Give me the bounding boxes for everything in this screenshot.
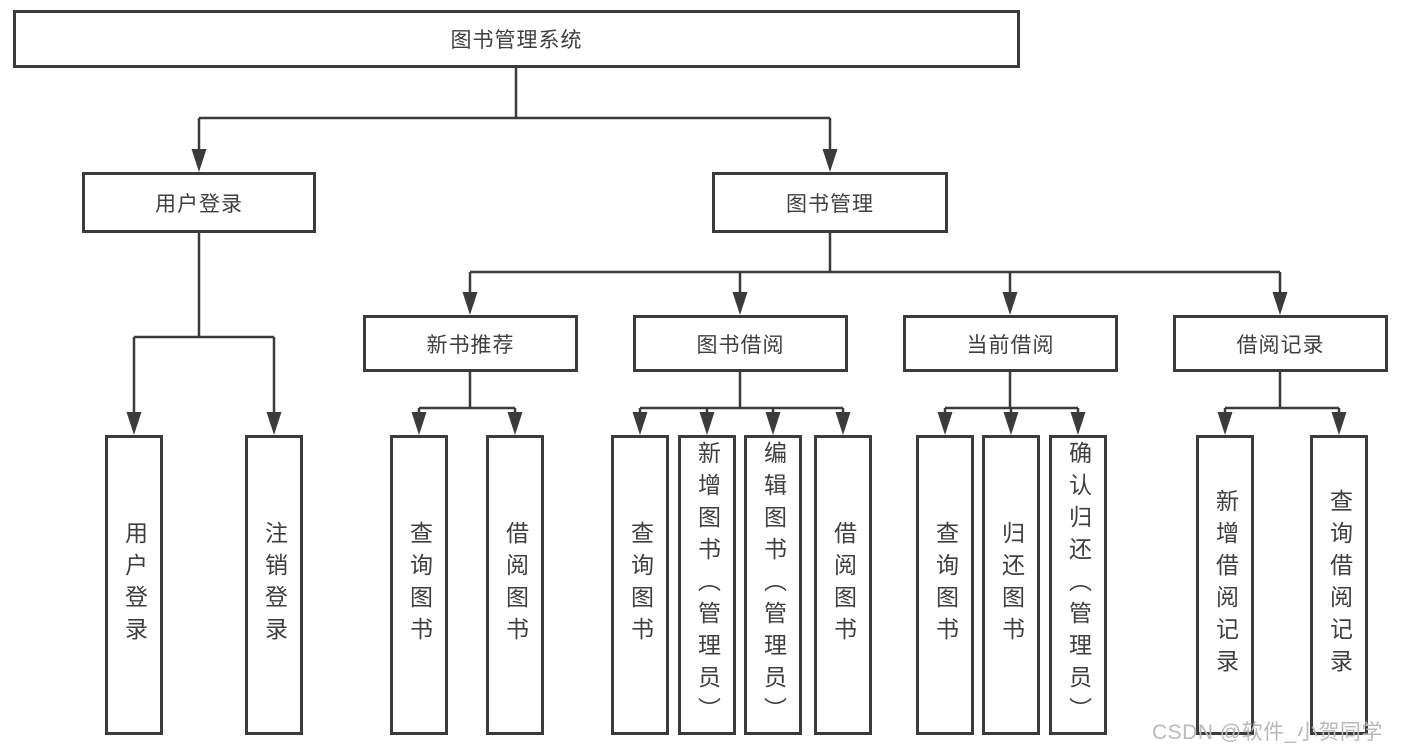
node-book-borrow: 图书借阅 xyxy=(633,315,848,372)
node-new-book-recommend: 新书推荐 xyxy=(363,315,578,372)
node-system-root: 图书管理系统 xyxy=(13,10,1020,68)
node-label: 查询借阅记录 xyxy=(1326,489,1353,681)
node-label: 归还图书 xyxy=(998,521,1025,649)
leaf-logout: 注销登录 xyxy=(245,435,303,735)
arrowhead-group xyxy=(126,149,1347,435)
leaf-add-book-admin: 新增图书（管理员） xyxy=(678,435,736,735)
node-user-login: 用户登录 xyxy=(82,172,316,233)
node-label: 借阅记录 xyxy=(1236,333,1325,357)
node-label: 图书管理系统 xyxy=(450,29,583,52)
node-current-borrow: 当前借阅 xyxy=(903,315,1118,372)
node-label: 借阅图书 xyxy=(830,521,857,649)
node-label: 编辑图书（管理员） xyxy=(760,441,787,729)
leaf-borrow-books-2: 借阅图书 xyxy=(814,435,872,735)
node-label: 新增图书（管理员） xyxy=(694,441,721,729)
csdn-watermark: CSDN @软件_小贺同学 xyxy=(1152,721,1383,744)
node-label: 新书推荐 xyxy=(426,333,515,357)
leaf-query-borrow-record: 查询借阅记录 xyxy=(1310,435,1368,735)
node-label: 图书管理 xyxy=(786,192,874,216)
node-label: 当前借阅 xyxy=(966,333,1055,357)
leaf-query-books-2: 查询图书 xyxy=(611,435,669,735)
leaf-edit-book-admin: 编辑图书（管理员） xyxy=(744,435,802,735)
node-label: 借阅图书 xyxy=(502,521,529,649)
node-label: 图书借阅 xyxy=(696,333,785,357)
leaf-return-book: 归还图书 xyxy=(982,435,1040,735)
node-label: 注销登录 xyxy=(261,521,288,649)
leaf-query-books-3: 查询图书 xyxy=(916,435,974,735)
node-label: 查询图书 xyxy=(406,521,433,649)
node-label: 查询图书 xyxy=(627,521,654,649)
leaf-user-login: 用户登录 xyxy=(105,435,163,735)
leaf-query-books-1: 查询图书 xyxy=(390,435,448,735)
node-label: 用户登录 xyxy=(155,192,243,216)
node-book-management: 图书管理 xyxy=(712,172,948,233)
node-label: 查询图书 xyxy=(932,521,959,649)
node-label: 新增借阅记录 xyxy=(1212,489,1239,681)
leaf-confirm-return-admin: 确认归还（管理员） xyxy=(1049,435,1107,735)
node-label: 确认归还（管理员） xyxy=(1065,441,1092,729)
leaf-borrow-books-1: 借阅图书 xyxy=(486,435,544,735)
node-borrow-record: 借阅记录 xyxy=(1173,315,1388,372)
leaf-add-borrow-record: 新增借阅记录 xyxy=(1196,435,1254,735)
node-label: 用户登录 xyxy=(121,521,148,649)
